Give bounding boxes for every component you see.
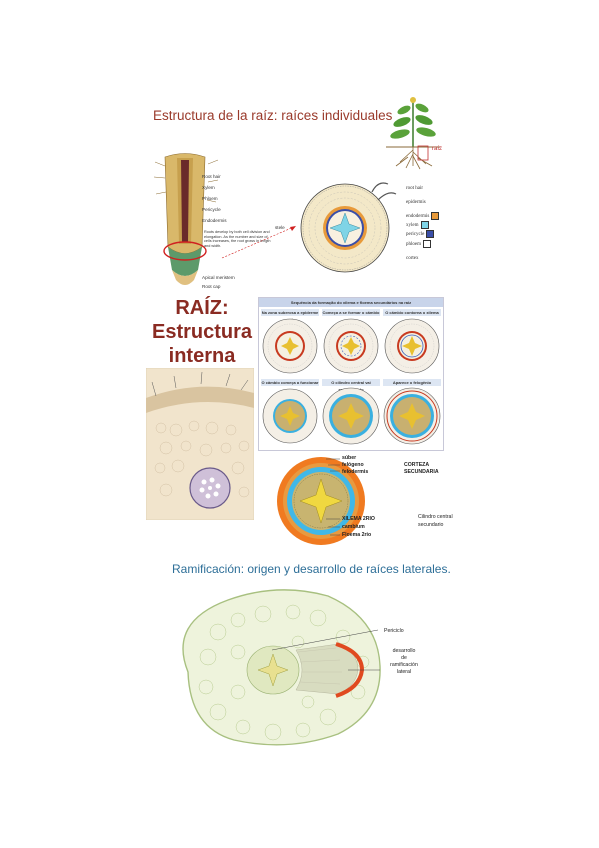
lateral-label-line2: de	[401, 655, 407, 661]
secondary-root-leaders	[326, 458, 340, 536]
cross-label-root-hair: root hair	[406, 186, 424, 191]
section2-title: RAÍZ: Estructura interna	[148, 296, 256, 368]
secondary-label-xilema: XILEMA 2RIO	[342, 516, 375, 522]
section2-title-line1: RAÍZ:	[175, 297, 229, 319]
panel-header-6: Aparece o felogênio	[383, 379, 441, 386]
cross-label-endodermis-row: endodermis	[406, 212, 440, 220]
root-callout-text: Roots develop by both cell division and …	[204, 230, 271, 248]
longitudinal-label-5: Endodermis	[202, 218, 227, 223]
secondary-label-secundario: secundario	[418, 522, 444, 528]
lateral-label-block: desarrollo de ramificación lateral	[382, 648, 426, 676]
plant-root-label: raíz	[432, 146, 443, 152]
secondary-label-cambium: cambium	[342, 524, 365, 530]
longitudinal-label-1: Root hair	[202, 174, 221, 179]
longitudinal-label-6: Apical meristem	[202, 275, 235, 280]
section2-title-line3: interna	[168, 345, 236, 367]
root-cross-section	[300, 182, 397, 273]
panel-cross-sections	[262, 318, 441, 445]
pericycle-swatch	[426, 230, 435, 238]
panel-header-4: O câmbio começa a funcionar	[261, 379, 319, 386]
lateral-label-pericycle: Periciclo	[384, 628, 404, 634]
root-longitudinal-diagram	[153, 153, 219, 285]
longitudinal-label-7: Root cap	[202, 284, 221, 289]
longitudinal-label-3: Phloem	[202, 196, 218, 201]
panel-header-3: O câmbio contorna o xilema	[383, 309, 441, 316]
section2-title-line2: Estructura	[151, 321, 253, 343]
xylem-swatch	[420, 221, 429, 229]
lateral-root-micrograph	[182, 589, 381, 746]
cross-label-xylem-row: xylem	[406, 221, 429, 229]
cross-label-epidermis: epidermis	[406, 200, 426, 205]
panel-header-2: Começa a se formar o câmbio	[322, 309, 380, 316]
section1-title: Estructura de la raíz: raíces individual…	[153, 108, 393, 123]
lateral-label-line4: lateral	[396, 669, 412, 675]
secondary-label-corteza: CORTEZA	[404, 462, 430, 468]
phloem-swatch	[423, 240, 431, 248]
zoom-arrow	[221, 225, 297, 259]
cross-label-pericycle: pericycle	[406, 232, 425, 238]
secondary-label-secundaria: SECUNDARIA	[404, 469, 439, 475]
endodermis-swatch	[431, 212, 440, 220]
cross-label-endodermis: endodermis	[406, 214, 430, 220]
lateral-label-line3: ramificación	[390, 662, 418, 668]
lateral-label-line1: desarrollo	[392, 648, 416, 654]
longitudinal-label-4: Pericycle	[202, 207, 221, 212]
cross-label-xylem: xylem	[406, 223, 419, 229]
secondary-growth-panel: Sequência da formação do xilema e floema…	[258, 297, 444, 451]
cross-label-phloem-row: phloem	[406, 240, 431, 248]
secondary-label-felogeno: felógeno	[342, 462, 364, 468]
secondary-label-cilindro: Cilindro central	[418, 514, 453, 520]
cross-label-cortex: cortex	[406, 256, 419, 261]
secondary-root-diagram	[277, 457, 365, 545]
cross-stele-label: stele	[275, 225, 285, 230]
panel-title: Sequência da formação do xilema e floema…	[259, 298, 443, 307]
secondary-label-suber: súber	[342, 455, 357, 461]
longitudinal-label-2: Xylem	[202, 185, 215, 190]
secondary-label-floema: Floema 2rio	[342, 532, 372, 538]
secondary-label-felodermis: felodermis	[342, 469, 369, 475]
cross-label-pericycle-row: pericycle	[406, 230, 435, 238]
section3-title: Ramificación: origen y desarrollo de raí…	[172, 562, 451, 576]
plant-illustration	[386, 97, 440, 170]
root-micrograph	[146, 368, 254, 520]
cross-label-phloem: phloem	[406, 242, 421, 248]
